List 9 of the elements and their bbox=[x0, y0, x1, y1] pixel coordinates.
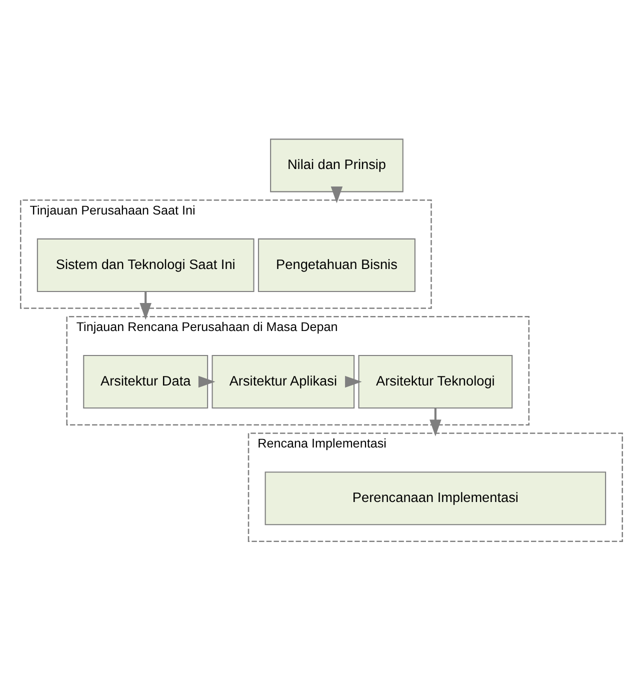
arrow bbox=[198, 375, 216, 388]
arrow bbox=[345, 375, 362, 388]
arrow bbox=[140, 291, 152, 320]
node-box: Sistem dan Teknologi Saat Ini bbox=[36, 238, 254, 292]
arrow bbox=[430, 408, 442, 436]
node-box: Arsitektur Teknologi bbox=[358, 354, 513, 408]
node-box: Perencanaan Implementasi bbox=[264, 471, 606, 525]
node-box: Pengetahuan Bisnis bbox=[258, 238, 416, 292]
arrow bbox=[330, 186, 343, 203]
